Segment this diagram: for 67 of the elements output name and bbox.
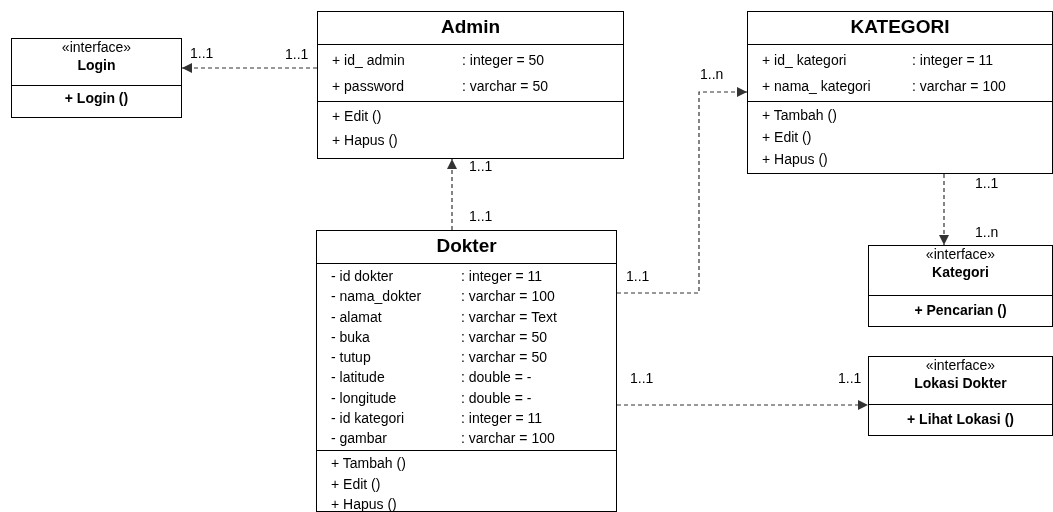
stereotype-label: «interface» (925, 246, 996, 263)
method-label: + Pencarian () (914, 301, 1007, 320)
attribute-type: : integer = 50 (462, 51, 546, 70)
attribute-name: - gambar (331, 429, 389, 449)
attribute-name: - alamat (331, 307, 383, 327)
dependency-arrow (447, 158, 457, 231)
attribute-name: - longitude (331, 388, 398, 408)
method-label: + Lihat Lokasi () (907, 410, 1014, 429)
attribute-type: : varchar = Text (461, 307, 558, 327)
multiplicity-label: 1..1 (190, 45, 214, 61)
class-name: KATEGORI (850, 15, 950, 39)
method-label: + Tambah () (762, 106, 838, 125)
attribute-type: : varchar = 50 (462, 77, 549, 96)
method-label: + Edit () (762, 128, 813, 147)
method-label: + Edit () (331, 474, 382, 494)
attribute-name: - tutup (331, 348, 372, 368)
attribute-name: - nama_dokter (331, 287, 423, 307)
attribute-name: - buka (331, 327, 371, 347)
multiplicity-label: 1..1 (626, 268, 650, 284)
class-name: Admin (440, 15, 501, 39)
multiplicity-label: 1..1 (838, 370, 862, 386)
attribute-name: + id_ admin (332, 51, 406, 70)
class-name: Lokasi Dokter (914, 374, 1007, 392)
stereotype-label: «interface» (925, 357, 996, 374)
multiplicity-label: 1..1 (975, 175, 999, 191)
dependency-arrow (616, 400, 869, 410)
interface-box (11, 38, 182, 118)
dependency-arrow (616, 87, 748, 294)
attribute-type: : double = - (461, 388, 533, 408)
dependency-arrow (181, 63, 318, 73)
attribute-type: : integer = 11 (461, 409, 544, 429)
class-box (316, 230, 617, 512)
class-name: Kategori (932, 263, 989, 281)
attribute-type: : varchar = 100 (461, 429, 556, 449)
method-label: + Hapus () (762, 150, 829, 169)
attribute-type: : varchar = 50 (461, 348, 548, 368)
attribute-type: : varchar = 50 (461, 327, 548, 347)
method-label: + Tambah () (331, 454, 407, 473)
attribute-type: : integer = 11 (912, 51, 995, 70)
attribute-name: - latitude (331, 368, 386, 388)
multiplicity-label: 1..1 (285, 46, 309, 62)
attribute-type: : double = - (461, 368, 533, 388)
method-label: + Hapus () (332, 131, 399, 150)
attribute-name: + nama_ kategori (762, 77, 872, 96)
method-label: + Login () (64, 89, 129, 108)
multiplicity-label: 1..1 (469, 158, 493, 174)
attribute-name: - id dokter (331, 267, 395, 286)
class-box (747, 11, 1053, 174)
class-box (317, 11, 624, 159)
class-name: Dokter (436, 234, 497, 258)
attribute-name: + id_ kategori (762, 51, 848, 70)
stereotype-label: «interface» (61, 39, 132, 56)
interface-box (868, 245, 1053, 327)
multiplicity-label: 1..n (700, 66, 724, 82)
interface-box (868, 356, 1053, 436)
attribute-type: : varchar = 100 (912, 77, 1007, 96)
attribute-name: + password (332, 77, 405, 96)
method-compartment (317, 450, 616, 510)
multiplicity-label: 1..n (975, 224, 999, 240)
multiplicity-label: 1..1 (469, 208, 493, 224)
attribute-type: : varchar = 100 (461, 287, 556, 307)
attribute-type: : integer = 11 (461, 267, 544, 286)
multiplicity-label: 1..1 (630, 370, 654, 386)
attribute-name: - id kategori (331, 409, 406, 429)
class-name: Login (77, 56, 116, 74)
dependency-arrow (939, 173, 949, 246)
method-label: + Edit () (332, 107, 383, 126)
